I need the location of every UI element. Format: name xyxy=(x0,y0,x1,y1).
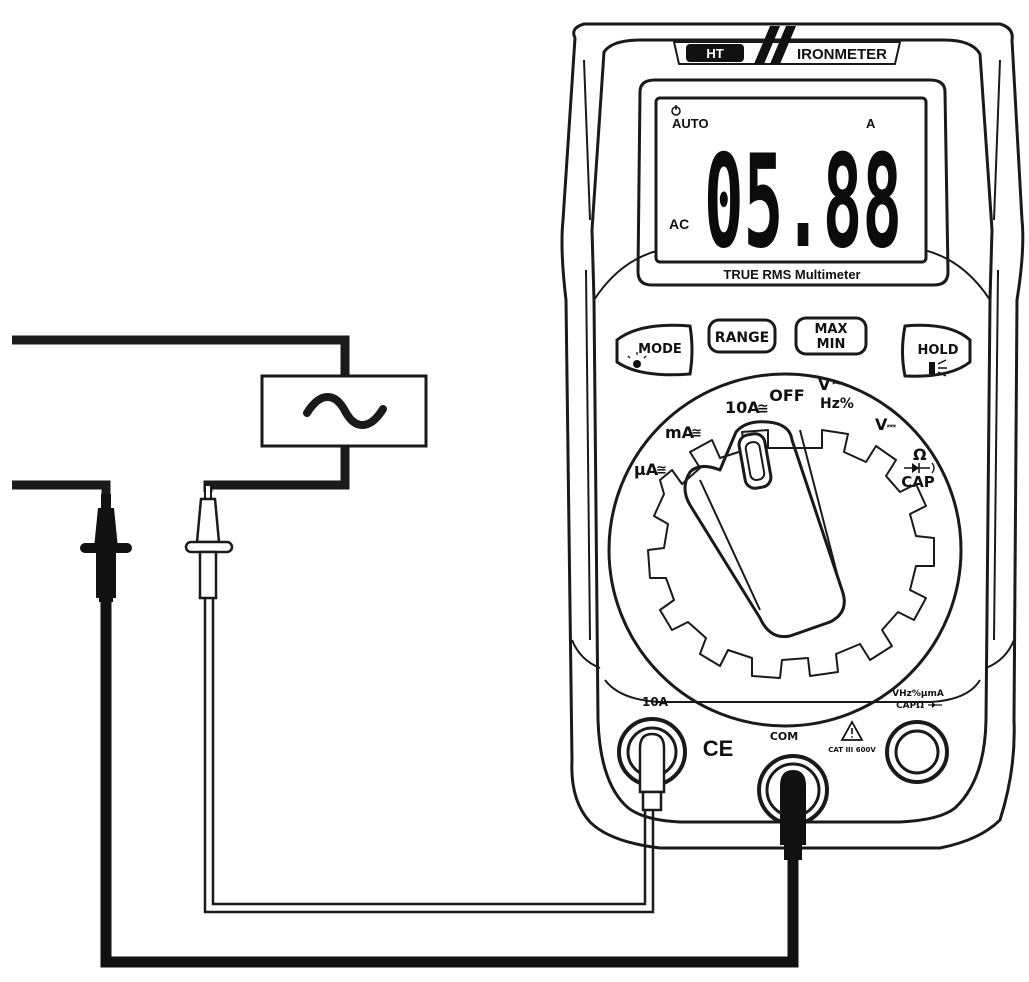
cat-rating-label: CAT III 600V xyxy=(828,746,876,754)
multimeter: HT IRONMETER AUTO A AC 05.88 TRUE RMS Mu… xyxy=(560,22,1025,860)
ce-mark: CE xyxy=(703,736,734,761)
dial-pointer xyxy=(737,432,773,490)
dial-ma-acdc-symbol: ≅ xyxy=(691,426,702,441)
lcd-auto-indicator: AUTO xyxy=(672,116,709,131)
hold-button-label: HOLD xyxy=(917,343,958,358)
red-test-lead xyxy=(203,598,655,914)
dial-10a-label: 10A xyxy=(725,398,760,417)
meter-holster xyxy=(560,22,1025,850)
terminal-com-jack[interactable] xyxy=(757,754,829,860)
red-probe xyxy=(184,484,234,600)
dial-ohm-label: Ω xyxy=(913,445,927,464)
dial-hz-label: Hz% xyxy=(820,396,854,412)
lcd-window xyxy=(654,96,928,264)
range-button-label: RANGE xyxy=(715,330,769,346)
dial-ma-label: mA xyxy=(665,423,695,442)
dial-outer-ring xyxy=(607,372,963,728)
terminal-10a-label: 10A xyxy=(642,695,669,709)
brand-label: HT xyxy=(706,46,723,61)
dial-ua-label: µA xyxy=(634,460,659,479)
maxmin-button-label-min: MIN xyxy=(817,337,846,352)
dial-off-label: OFF xyxy=(769,386,804,405)
bottom-wire xyxy=(12,480,111,505)
rotary-selector[interactable] xyxy=(607,372,963,728)
backlight-bulb-icon xyxy=(627,352,647,368)
maxmin-button[interactable]: MAX MIN xyxy=(794,316,868,356)
terminal-v-label-line2: CAPΩ xyxy=(896,701,924,711)
dial-ua-acdc-symbol: ≅ xyxy=(656,463,667,478)
terminal-v-jack[interactable] xyxy=(885,720,949,784)
dial-knob xyxy=(683,420,846,639)
ac-source-icon xyxy=(303,393,387,429)
mode-button[interactable]: MODE xyxy=(615,323,694,377)
top-wire xyxy=(12,335,350,376)
logo-band xyxy=(673,41,901,65)
lcd-ac-indicator: AC xyxy=(669,216,689,232)
range-button[interactable]: RANGE xyxy=(707,318,777,354)
terminal-10a-jack[interactable] xyxy=(617,717,687,812)
hold-button[interactable]: HOLD xyxy=(901,323,972,378)
brand-logo xyxy=(686,44,744,62)
terminal-v-label-line1: VHz%µmA xyxy=(892,689,944,699)
source-return-wire xyxy=(203,446,350,492)
flashlight-icon xyxy=(929,359,947,377)
meter-body xyxy=(590,38,994,824)
terminal-diode-icon xyxy=(928,702,942,708)
auto-power-icon xyxy=(671,105,681,116)
dial-vdc-symbol: ⎓ xyxy=(887,419,896,432)
dial-10a-acdc-symbol: ≅ xyxy=(757,401,769,417)
brand-slash-icon xyxy=(754,26,796,64)
mode-button-label: MODE xyxy=(638,342,682,357)
dial-notched-ring xyxy=(647,429,935,679)
circuit xyxy=(12,335,428,505)
black-test-lead xyxy=(100,600,799,968)
model-label: IRONMETER xyxy=(797,46,887,63)
dial-vdc-label: V xyxy=(875,415,888,434)
meter-subtitle: TRUE RMS Multimeter xyxy=(723,267,860,282)
terminal-panel xyxy=(604,679,981,703)
display-bezel xyxy=(636,78,950,287)
diode-continuity-icon xyxy=(904,462,935,474)
warning-triangle-icon xyxy=(840,720,864,741)
lcd-unit-indicator: A xyxy=(866,116,876,131)
lcd-reading: 05.88 xyxy=(704,128,902,277)
black-probe xyxy=(80,494,132,602)
terminal-com-label: COM xyxy=(770,730,798,743)
maxmin-button-label-max: MAX xyxy=(814,322,847,337)
